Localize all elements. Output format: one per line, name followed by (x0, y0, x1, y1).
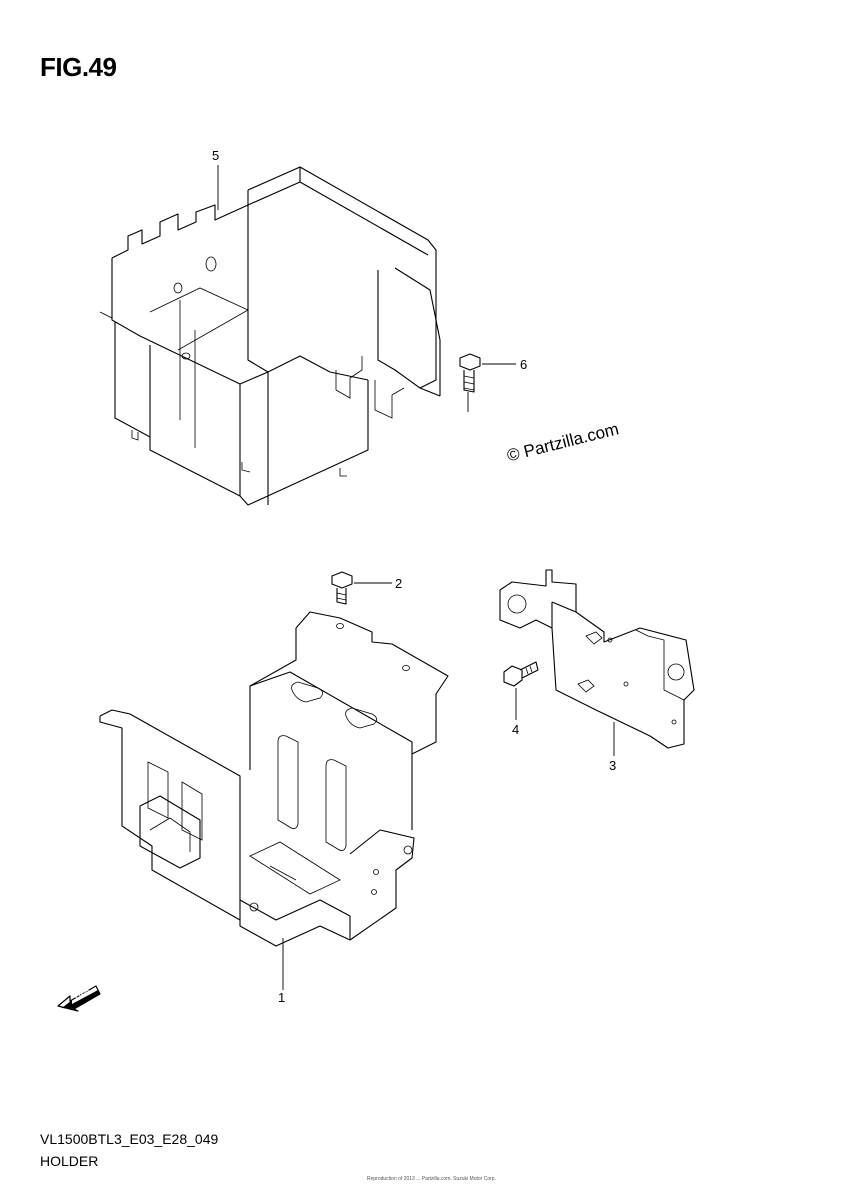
callout-4: 4 (512, 722, 519, 737)
bolt-part-2[interactable] (331, 571, 353, 605)
holder-bracket-part-1[interactable] (99, 611, 449, 947)
side-bracket-part-3[interactable] (499, 569, 695, 749)
battery-box-part-5[interactable] (99, 166, 441, 506)
callout-6: 6 (520, 357, 527, 372)
diagram-code: VL1500BTL3_E03_E28_049 (40, 1131, 219, 1147)
diagram-name: HOLDER (40, 1153, 99, 1169)
callout-5: 5 (212, 148, 219, 163)
bolt-part-6[interactable] (459, 353, 481, 393)
callout-3: 3 (609, 758, 616, 773)
copyright-text: Reproduction of 2013 ... Partzilla.com. … (367, 1176, 496, 1182)
callout-2: 2 (395, 576, 402, 591)
bolt-part-4[interactable] (503, 661, 539, 687)
forward-arrow-icon: FWD (57, 985, 101, 1012)
callout-1: 1 (278, 990, 285, 1005)
figure-title: FIG.49 (40, 52, 117, 82)
